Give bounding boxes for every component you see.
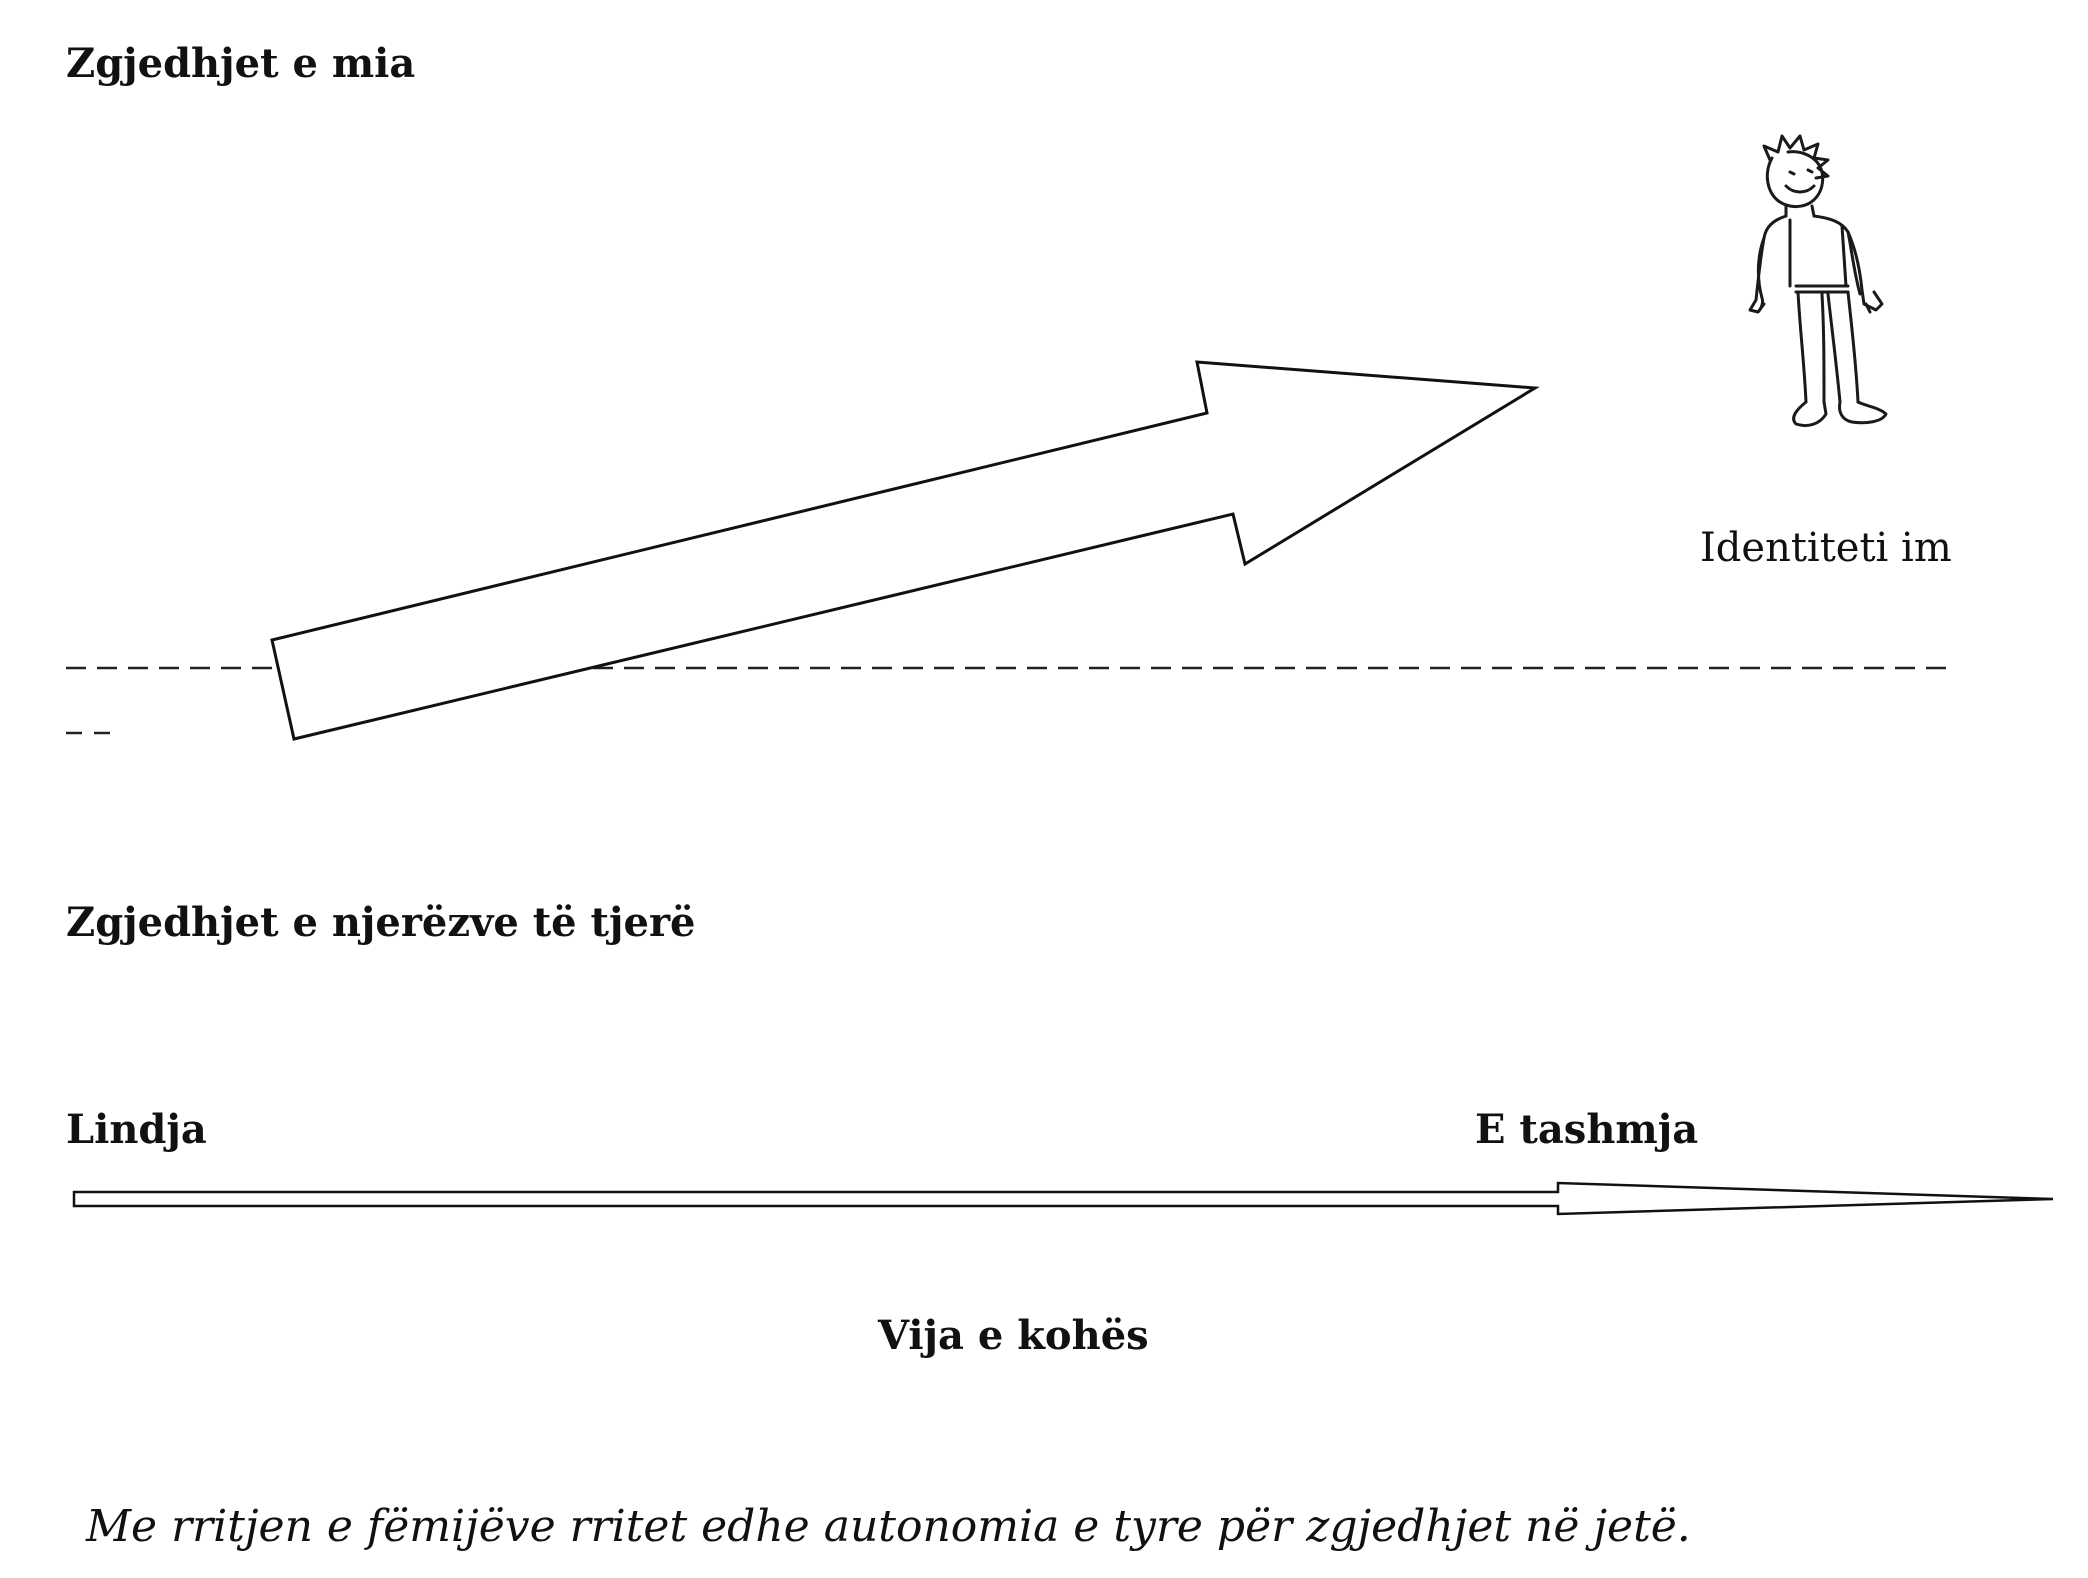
timeline-present-label: E tashmja <box>1475 1106 1699 1153</box>
identity-label: Identiteti im <box>1700 525 1952 571</box>
rising-choices-arrow <box>270 360 1540 741</box>
caption-text: Me rritjen e fëmijëve rritet edhe autono… <box>86 1501 1691 1552</box>
timeline-start-label: Lindja <box>66 1106 207 1153</box>
person-figure-icon <box>1748 134 1888 428</box>
my-choices-heading: Zgjedhjet e mia <box>66 40 416 87</box>
timeline-axis-label: Vija e kohës <box>878 1312 1149 1359</box>
timeline-arrow <box>72 1181 2054 1216</box>
others-choices-heading: Zgjedhjet e njerëzve të tjerë <box>66 899 696 946</box>
